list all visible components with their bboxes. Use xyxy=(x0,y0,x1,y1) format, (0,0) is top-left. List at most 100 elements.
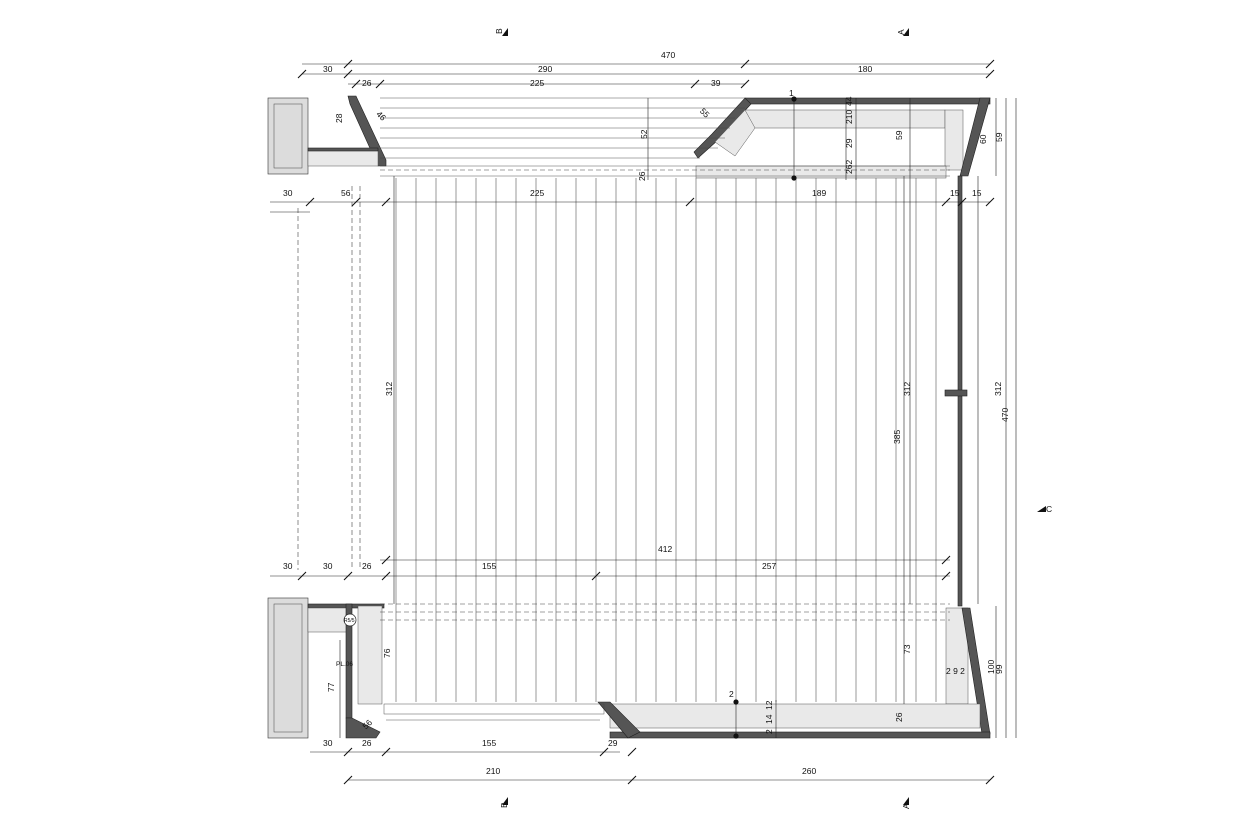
dimension-tick xyxy=(343,59,353,69)
dimension-lines xyxy=(270,63,1017,781)
dimension-tick xyxy=(591,571,601,581)
svg-text:A: A xyxy=(896,29,906,35)
svg-text:A: A xyxy=(901,803,911,809)
svg-text:28: 28 xyxy=(334,113,344,123)
svg-text:B: B xyxy=(494,28,504,34)
svg-text:14: 14 xyxy=(764,714,774,724)
svg-text:44: 44 xyxy=(844,96,854,106)
dimension-tick xyxy=(343,747,353,757)
dimension-tick xyxy=(941,197,951,207)
svg-text:385: 385 xyxy=(892,430,902,444)
dimension-tick xyxy=(957,197,967,207)
svg-text:30: 30 xyxy=(283,561,293,571)
svg-text:99: 99 xyxy=(994,664,1004,674)
dimension-tick xyxy=(343,69,353,79)
dimension-tick xyxy=(297,69,307,79)
reference-point-2[interactable]: 2 xyxy=(729,689,739,739)
dimension-tick xyxy=(381,747,391,757)
dimension-tick xyxy=(381,555,391,565)
detail-tag[interactable]: R5/5 xyxy=(343,613,357,627)
svg-text:46: 46 xyxy=(374,109,388,123)
dimension-labels: 470 30 290 180 26 225 39 28 46 52 55 26 … xyxy=(283,50,1010,776)
svg-text:15: 15 xyxy=(972,188,982,198)
section-marker-b-bottom[interactable]: B xyxy=(499,797,509,808)
svg-text:77: 77 xyxy=(326,682,336,692)
dimension-tick xyxy=(343,571,353,581)
svg-text:12: 12 xyxy=(764,700,774,710)
svg-text:2: 2 xyxy=(729,689,734,699)
dimension-tick xyxy=(627,775,637,785)
svg-text:312: 312 xyxy=(902,382,912,396)
dimension-tick xyxy=(627,747,637,757)
dimension-tick xyxy=(343,775,353,785)
svg-text:180: 180 xyxy=(858,64,872,74)
svg-text:30: 30 xyxy=(283,188,293,198)
svg-text:59: 59 xyxy=(894,130,904,140)
svg-text:412: 412 xyxy=(658,544,672,554)
hidden-lines xyxy=(297,169,950,621)
section-marker-a-bottom[interactable]: A xyxy=(901,797,911,809)
svg-text:100: 100 xyxy=(986,660,996,674)
reference-point-1[interactable]: 1 xyxy=(789,88,797,181)
svg-text:B: B xyxy=(499,802,509,808)
svg-text:312: 312 xyxy=(384,382,394,396)
dimension-tick xyxy=(985,775,995,785)
dimension-tick xyxy=(740,59,750,69)
dimension-tick xyxy=(690,79,700,89)
svg-text:470: 470 xyxy=(661,50,675,60)
svg-text:2: 2 xyxy=(764,729,774,734)
svg-text:2 9 2: 2 9 2 xyxy=(946,666,965,676)
dimension-tick xyxy=(305,197,315,207)
section-marker-c-right[interactable]: C xyxy=(1037,504,1052,514)
svg-text:C: C xyxy=(1046,504,1052,514)
dimension-tick xyxy=(941,571,951,581)
dimension-tick xyxy=(599,747,609,757)
dimension-tick xyxy=(351,197,361,207)
floor-boards xyxy=(395,178,937,702)
adjacent-wall-bottom xyxy=(267,597,309,739)
dimension-tick xyxy=(381,571,391,581)
svg-text:26: 26 xyxy=(637,171,647,181)
svg-text:260: 260 xyxy=(802,766,816,776)
svg-text:60: 60 xyxy=(978,134,988,144)
svg-text:26: 26 xyxy=(362,78,372,88)
svg-text:1: 1 xyxy=(789,88,794,98)
svg-text:59: 59 xyxy=(994,132,1004,142)
section-marker-b-top[interactable]: B xyxy=(494,28,508,36)
svg-text:210: 210 xyxy=(486,766,500,776)
dimension-tick xyxy=(985,59,995,69)
svg-text:29: 29 xyxy=(844,138,854,148)
svg-text:257: 257 xyxy=(762,561,776,571)
outer-walls xyxy=(307,95,991,739)
svg-text:39: 39 xyxy=(711,78,721,88)
svg-text:262: 262 xyxy=(844,160,854,174)
svg-text:225: 225 xyxy=(530,78,544,88)
svg-text:312: 312 xyxy=(993,382,1003,396)
svg-text:189: 189 xyxy=(812,188,826,198)
dimension-tick xyxy=(685,197,695,207)
svg-text:290: 290 xyxy=(538,64,552,74)
dimension-tick xyxy=(985,69,995,79)
svg-text:26: 26 xyxy=(894,712,904,722)
dimension-tick xyxy=(375,79,385,89)
svg-text:15: 15 xyxy=(950,188,960,198)
section-marker-a-top[interactable]: A xyxy=(896,28,909,36)
dimension-tick xyxy=(351,79,361,89)
svg-text:76: 76 xyxy=(382,648,392,658)
adjacent-wall-top xyxy=(267,97,309,175)
svg-text:30: 30 xyxy=(323,64,333,74)
svg-text:R5/5: R5/5 xyxy=(344,618,355,624)
dimension-tick xyxy=(941,555,951,565)
svg-text:30: 30 xyxy=(323,561,333,571)
svg-text:30: 30 xyxy=(323,738,333,748)
svg-text:225: 225 xyxy=(530,188,544,198)
svg-text:29: 29 xyxy=(608,738,618,748)
svg-text:155: 155 xyxy=(482,561,496,571)
svg-text:52: 52 xyxy=(639,129,649,139)
svg-text:470: 470 xyxy=(1000,408,1010,422)
svg-text:210: 210 xyxy=(844,110,854,124)
note-pl06: PL.06 xyxy=(336,661,353,668)
svg-text:26: 26 xyxy=(362,561,372,571)
dimension-tick xyxy=(985,197,995,207)
